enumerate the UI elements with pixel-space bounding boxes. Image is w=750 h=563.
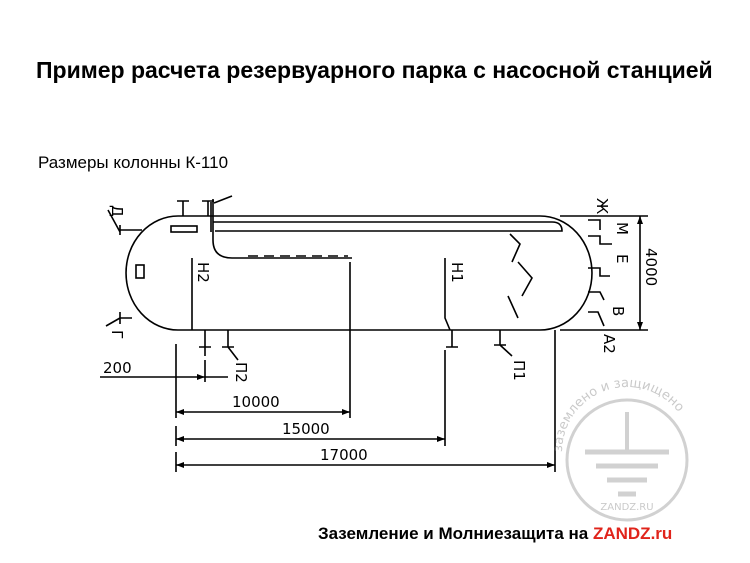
internal-pipe [213, 221, 563, 232]
watermark-site-text: ZANDZ.RU [600, 502, 653, 513]
dimension-200: 200 [103, 359, 132, 377]
footer-text: Заземление и Молниезащита на [318, 524, 593, 543]
nozzle-label-h1: Н1 [448, 262, 466, 283]
footer-brand-link[interactable]: ZANDZ.ru [592, 524, 673, 543]
footer-credit: Заземление и Молниезащита на ZANDZ.ru [318, 524, 672, 544]
nozzle-label-a2: А2 [600, 334, 618, 354]
nozzle-label-v: В [609, 306, 627, 316]
nozzle-label-e: Е [613, 254, 631, 263]
nozzle-label-h2: Н2 [194, 262, 212, 283]
dimension-10000: 10000 [232, 393, 280, 411]
nozzle-label-m: М [613, 222, 631, 235]
manway-symbol [135, 264, 145, 279]
nozzle-label-g: Г [108, 330, 126, 339]
dimension-15000: 15000 [282, 420, 330, 438]
vessel-outline [125, 215, 593, 331]
dimension-17000: 17000 [320, 446, 368, 464]
slide-title: Пример расчета резервуарного парка с нас… [36, 57, 713, 83]
grounding-watermark: заземлено и защищено ZANDZ.RU [551, 376, 689, 522]
nozzle-label-p2: П2 [232, 362, 250, 383]
internal-box [170, 225, 198, 233]
dimension-4000: 4000 [642, 248, 660, 286]
nozzle-label-d: Д [108, 205, 126, 217]
internal-pipe-lower [212, 199, 352, 259]
slide-subtitle: Размеры колонны К-110 [38, 153, 229, 172]
nozzle-label-p1: П1 [510, 360, 528, 381]
nozzle-label-zh: Ж [593, 198, 611, 214]
